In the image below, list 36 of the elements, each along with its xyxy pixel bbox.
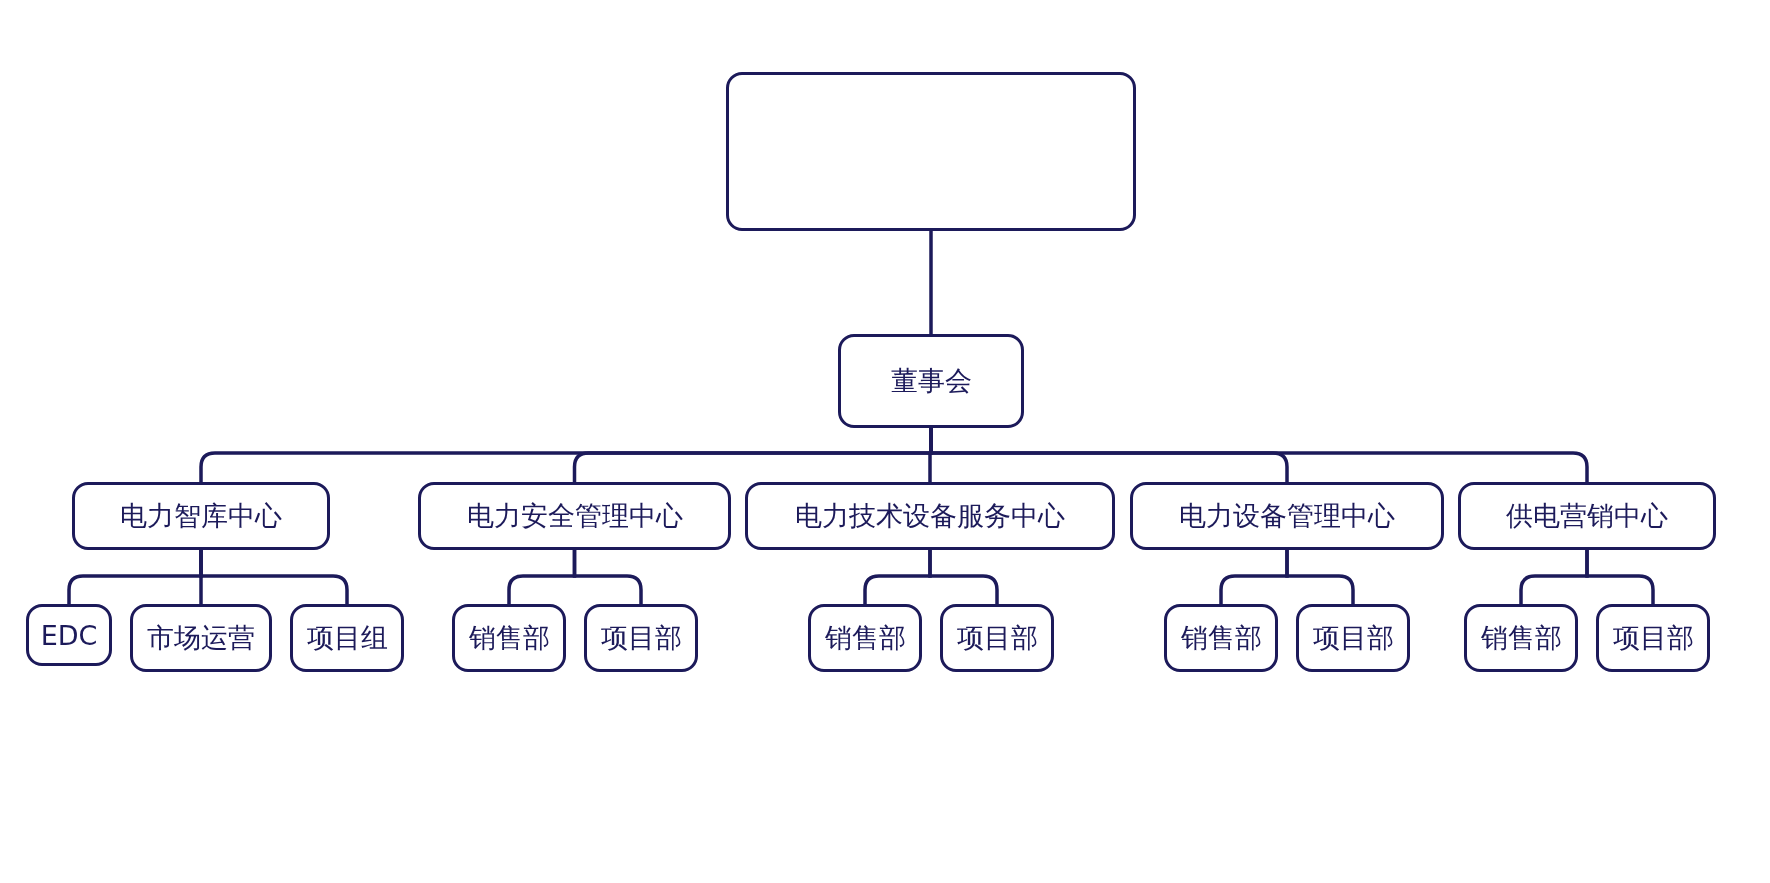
department-box (1296, 604, 1410, 672)
center-box (745, 482, 1115, 550)
node-label: 项目部 (1312, 621, 1394, 655)
department-box (1464, 604, 1578, 672)
node-label: 项目部 (600, 621, 682, 655)
department-box (290, 604, 404, 672)
node-label: EDC (40, 619, 98, 651)
node-label: 电力安全管理中心 (466, 499, 683, 533)
node-label: 销售部 (468, 621, 550, 655)
department-box (584, 604, 698, 672)
node-label: 项目部 (956, 621, 1038, 655)
department-box (26, 604, 112, 666)
node-label: 项目组 (306, 621, 388, 655)
node-label: 项目部 (1612, 621, 1694, 655)
node-label: 供电营销中心 (1506, 499, 1668, 533)
department-box (1164, 604, 1278, 672)
department-box (1596, 604, 1710, 672)
node-label: 电力智库中心 (120, 499, 282, 533)
node-label: 电力技术设备服务中心 (795, 499, 1065, 533)
center-box (1458, 482, 1716, 550)
board-box (838, 334, 1024, 428)
node-label: 销售部 (1180, 621, 1262, 655)
node-label: 董事会 (890, 364, 972, 398)
connector-line (929, 231, 933, 334)
department-box (808, 604, 922, 672)
node-label: 电力设备管理中心 (1179, 499, 1395, 533)
center-box (72, 482, 330, 550)
center-box (418, 482, 731, 550)
department-box (130, 604, 272, 672)
department-box (940, 604, 1054, 672)
node-label: 销售部 (1480, 621, 1562, 655)
node-label: 市场运营 (147, 621, 255, 655)
title-box (726, 72, 1136, 231)
node-label: 销售部 (824, 621, 906, 655)
center-box (1130, 482, 1444, 550)
department-box (452, 604, 566, 672)
